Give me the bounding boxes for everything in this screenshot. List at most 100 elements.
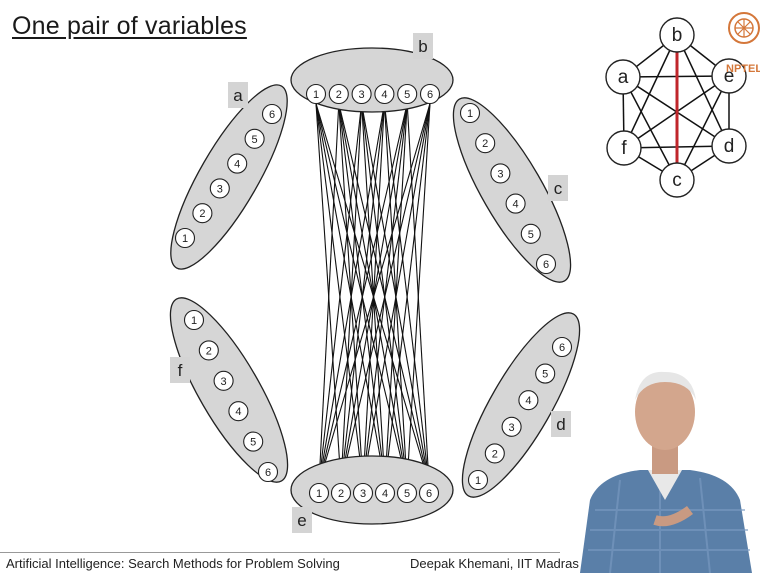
domain-label-b: b <box>413 33 433 59</box>
value-a-2: 2 <box>193 204 212 223</box>
compat-edge-b3-e1 <box>319 104 362 484</box>
domain-b: 1 2 3 4 5 6 b <box>291 33 453 112</box>
value-c-2: 2 <box>476 134 495 153</box>
graph-node-label: a <box>618 67 629 88</box>
value-d-4: 4 <box>519 391 538 410</box>
value-f-1: 1 <box>185 311 204 330</box>
value-d-3: 3 <box>502 417 521 436</box>
value-label: 2 <box>199 208 205 220</box>
domain-label-a: a <box>228 82 248 108</box>
compat-edge-b5-e1 <box>319 104 407 484</box>
value-label: 5 <box>252 134 258 146</box>
graph-node-label: f <box>621 138 627 159</box>
value-e-5: 5 <box>398 484 417 503</box>
value-label: 6 <box>269 109 275 121</box>
graph-node-c: c <box>660 163 694 197</box>
value-label: 1 <box>467 108 473 120</box>
domain-e: 1 2 3 456 e <box>291 456 453 533</box>
domain-label-text: f <box>178 361 183 380</box>
domain-f: 1 2 3 4 5 6 f <box>151 284 308 496</box>
graph-node-f: f <box>607 131 641 165</box>
value-f-3: 3 <box>214 371 233 390</box>
compat-edge-b1-e3 <box>316 104 363 484</box>
compat-edge-b6-e4 <box>385 104 430 484</box>
constraint-graph: abcdef <box>606 18 746 197</box>
domain-label-text: e <box>297 511 306 530</box>
domain-a: 1 2 34 5 6 a <box>151 72 306 283</box>
value-label: 6 <box>427 89 433 101</box>
value-label: 1 <box>313 89 319 101</box>
value-a-3: 3 <box>210 179 229 198</box>
footer-author: Deepak Khemani, IIT Madras <box>410 556 579 571</box>
value-label: 4 <box>382 488 388 500</box>
domain-ellipse-f <box>151 284 308 496</box>
value-b-6: 6 <box>421 85 440 104</box>
value-label: 5 <box>404 89 410 101</box>
domain-label-text: a <box>233 86 243 105</box>
value-label: 1 <box>191 315 197 327</box>
graph-node-b: b <box>660 18 694 52</box>
value-a-4: 4 <box>228 154 247 173</box>
value-label: 1 <box>475 475 481 487</box>
value-label: 3 <box>221 376 227 388</box>
domain-label-e: e <box>292 507 312 533</box>
value-label: 4 <box>234 159 240 171</box>
value-label: 2 <box>336 89 342 101</box>
value-label: 6 <box>265 467 271 479</box>
value-label: 6 <box>559 342 565 354</box>
domain-label-c: c <box>548 175 568 201</box>
value-label: 3 <box>359 89 365 101</box>
value-label: 4 <box>381 89 387 101</box>
value-e-6: 6 <box>420 484 439 503</box>
value-c-1: 1 <box>461 104 480 123</box>
graph-node-a: a <box>606 60 640 94</box>
value-label: 2 <box>492 448 498 460</box>
value-label: 2 <box>206 345 212 357</box>
value-a-5: 5 <box>245 129 264 148</box>
graph-node-label: c <box>672 170 682 191</box>
value-c-6: 6 <box>537 255 556 274</box>
nptel-logo: NPTEL <box>726 6 760 76</box>
value-d-1: 1 <box>469 471 488 490</box>
compatibility-edges <box>316 104 430 484</box>
value-label: 1 <box>182 233 188 245</box>
value-e-4: 4 <box>376 484 395 503</box>
value-label: 5 <box>250 437 256 449</box>
value-a-6: 6 <box>263 105 282 124</box>
compat-edge-b4-e6 <box>384 104 429 484</box>
value-c-5: 5 <box>521 224 540 243</box>
value-d-2: 2 <box>485 444 504 463</box>
value-c-4: 4 <box>506 194 525 213</box>
value-label: 6 <box>426 488 432 500</box>
value-b-4: 4 <box>375 85 394 104</box>
value-label: 4 <box>235 406 241 418</box>
value-b-5: 5 <box>398 85 417 104</box>
value-label: 3 <box>497 168 503 180</box>
value-label: 5 <box>528 229 534 241</box>
graph-node-d: d <box>712 129 746 163</box>
value-f-6: 6 <box>259 463 278 482</box>
domain-label-f: f <box>170 357 190 383</box>
value-label: 5 <box>542 369 548 381</box>
value-label: 3 <box>217 183 223 195</box>
value-d-6: 6 <box>553 338 572 357</box>
value-label: 6 <box>543 259 549 271</box>
domain-c: 1 2 3 4 5 6 c <box>434 84 591 296</box>
footer-rule <box>0 552 560 553</box>
value-b-3: 3 <box>352 85 371 104</box>
domain-label-text: b <box>418 37 427 56</box>
value-f-4: 4 <box>229 402 248 421</box>
value-label: 1 <box>316 488 322 500</box>
nptel-logo-text: NPTEL <box>726 63 760 75</box>
value-f-2: 2 <box>199 341 218 360</box>
value-label: 4 <box>513 199 519 211</box>
value-b-1: 1 <box>307 85 326 104</box>
value-label: 2 <box>338 488 344 500</box>
value-d-5: 5 <box>536 364 555 383</box>
footer-course-title: Artificial Intelligence: Search Methods … <box>6 556 340 571</box>
value-e-2: 2 <box>332 484 351 503</box>
value-label: 3 <box>509 422 515 434</box>
graph-node-label: d <box>724 136 735 157</box>
value-e-1: 1 <box>310 484 329 503</box>
value-label: 3 <box>360 488 366 500</box>
